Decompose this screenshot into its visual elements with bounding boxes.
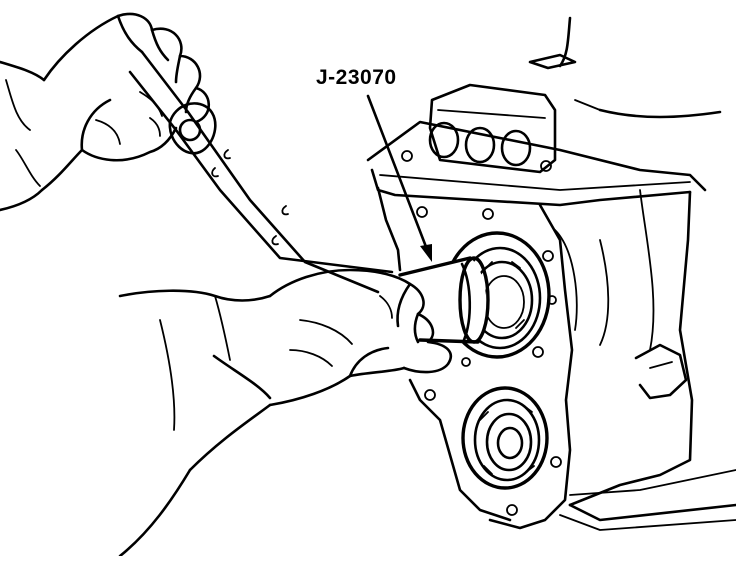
upper-hand: [0, 12, 211, 212]
callout-leader: [366, 94, 432, 262]
tool-part-number-label: J-23070: [316, 66, 397, 89]
transfer-case-housing: [366, 16, 736, 531]
lower-hand: [118, 268, 453, 558]
mounting-bolts: [416, 206, 562, 516]
input-shaft-bearing: [461, 386, 549, 490]
bearing-installer-tool: [398, 256, 490, 344]
